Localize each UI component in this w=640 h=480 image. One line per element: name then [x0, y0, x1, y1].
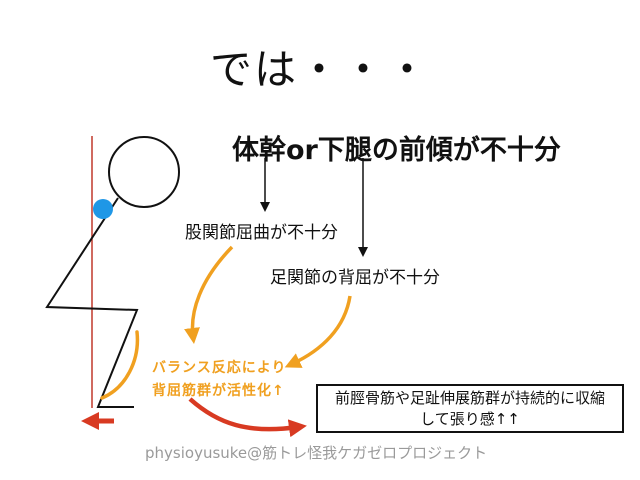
credit-text: physioyusuke@筋トレ怪我ケガゼロプロジェクト	[145, 444, 488, 462]
result-box: 前脛骨筋や足趾伸展筋群が持続的に収縮 して張り感↑↑	[316, 384, 624, 433]
red-arrow-result	[188, 397, 307, 438]
figure-body	[45, 197, 139, 408]
shoulder-marker	[93, 199, 113, 219]
figure-head	[108, 136, 180, 208]
headline: 体幹or下腿の前傾が不十分	[232, 135, 561, 166]
ankle-dorsiflexion-label: 足関節の背屈が不十分	[270, 268, 440, 288]
shin-muscle-curve	[100, 330, 140, 400]
result-line2: して張り感↑↑	[420, 410, 520, 428]
balance-reaction-line1: バランス反応により	[152, 360, 287, 376]
hip-flexion-label: 股関節屈曲が不十分	[185, 223, 338, 243]
orange-arrow-ankle	[284, 295, 352, 368]
orange-arrow-hip	[184, 245, 234, 344]
slide-title: では・・・	[209, 45, 430, 94]
result-line1: 前脛骨筋や足趾伸展筋群が持続的に収縮	[334, 389, 605, 407]
balance-reaction-line2: 背屈筋群が活性化↑	[152, 383, 285, 399]
